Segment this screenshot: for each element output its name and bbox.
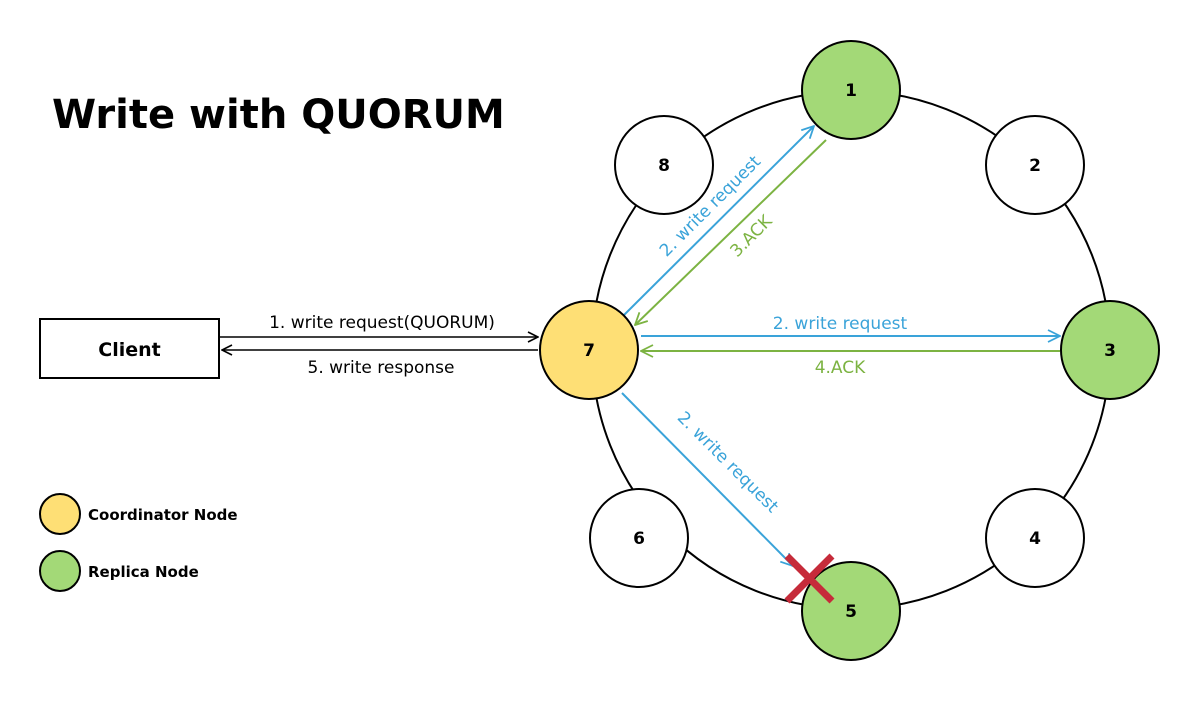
ack-label-node-1: 3.ACK (727, 211, 778, 262)
node-1: 1 (801, 40, 901, 140)
legend-replica-label: Replica Node (88, 563, 199, 581)
node-5: 5 (801, 561, 901, 661)
node-8: 8 (614, 115, 714, 215)
request-label-node-3: 2. write request (773, 314, 908, 334)
ack-arrow-from-node-1 (635, 139, 827, 325)
node-3-label: 3 (1104, 341, 1116, 361)
legend-item-coordinator: Coordinator Node (39, 493, 238, 535)
client-rect (39, 318, 220, 379)
node-2: 2 (985, 115, 1085, 215)
node-2-label: 2 (1029, 156, 1041, 176)
legend-coordinator-swatch (39, 493, 81, 535)
node-3-circle (1060, 300, 1160, 400)
node-4: 4 (985, 488, 1085, 588)
node-3: 3 (1060, 300, 1160, 400)
node-7: 7 (539, 300, 639, 400)
ack-label-node-3: 4.ACK (815, 358, 866, 378)
node-7-circle (539, 300, 639, 400)
node-6: 6 (589, 488, 689, 588)
node-4-circle (985, 488, 1085, 588)
legend-replica-swatch (39, 550, 81, 592)
legend-item-replica: Replica Node (39, 550, 199, 592)
client-response-label: 5. write response (308, 358, 455, 378)
node-4-label: 4 (1029, 529, 1041, 549)
node-6-circle (589, 488, 689, 588)
node-1-circle (801, 40, 901, 140)
failure-x-icon (784, 553, 835, 604)
legend: Coordinator Node Replica Node (39, 493, 238, 592)
node-8-label: 8 (658, 156, 670, 176)
node-7-label: 7 (583, 341, 595, 361)
node-1-label: 1 (845, 81, 857, 101)
legend-coordinator-label: Coordinator Node (88, 506, 238, 524)
node-8-circle (614, 115, 714, 215)
page-title: Write with QUORUM (52, 92, 505, 138)
node-5-circle (801, 561, 901, 661)
node-2-circle (985, 115, 1085, 215)
client-label: Client (98, 339, 160, 361)
request-arrow-to-node-5 (621, 392, 793, 566)
node-6-label: 6 (633, 529, 645, 549)
client-box: Client (39, 318, 220, 379)
request-arrow-to-node-1 (622, 126, 814, 317)
client-request-label: 1. write request(QUORUM) (269, 313, 495, 333)
node-5-label: 5 (845, 602, 857, 622)
